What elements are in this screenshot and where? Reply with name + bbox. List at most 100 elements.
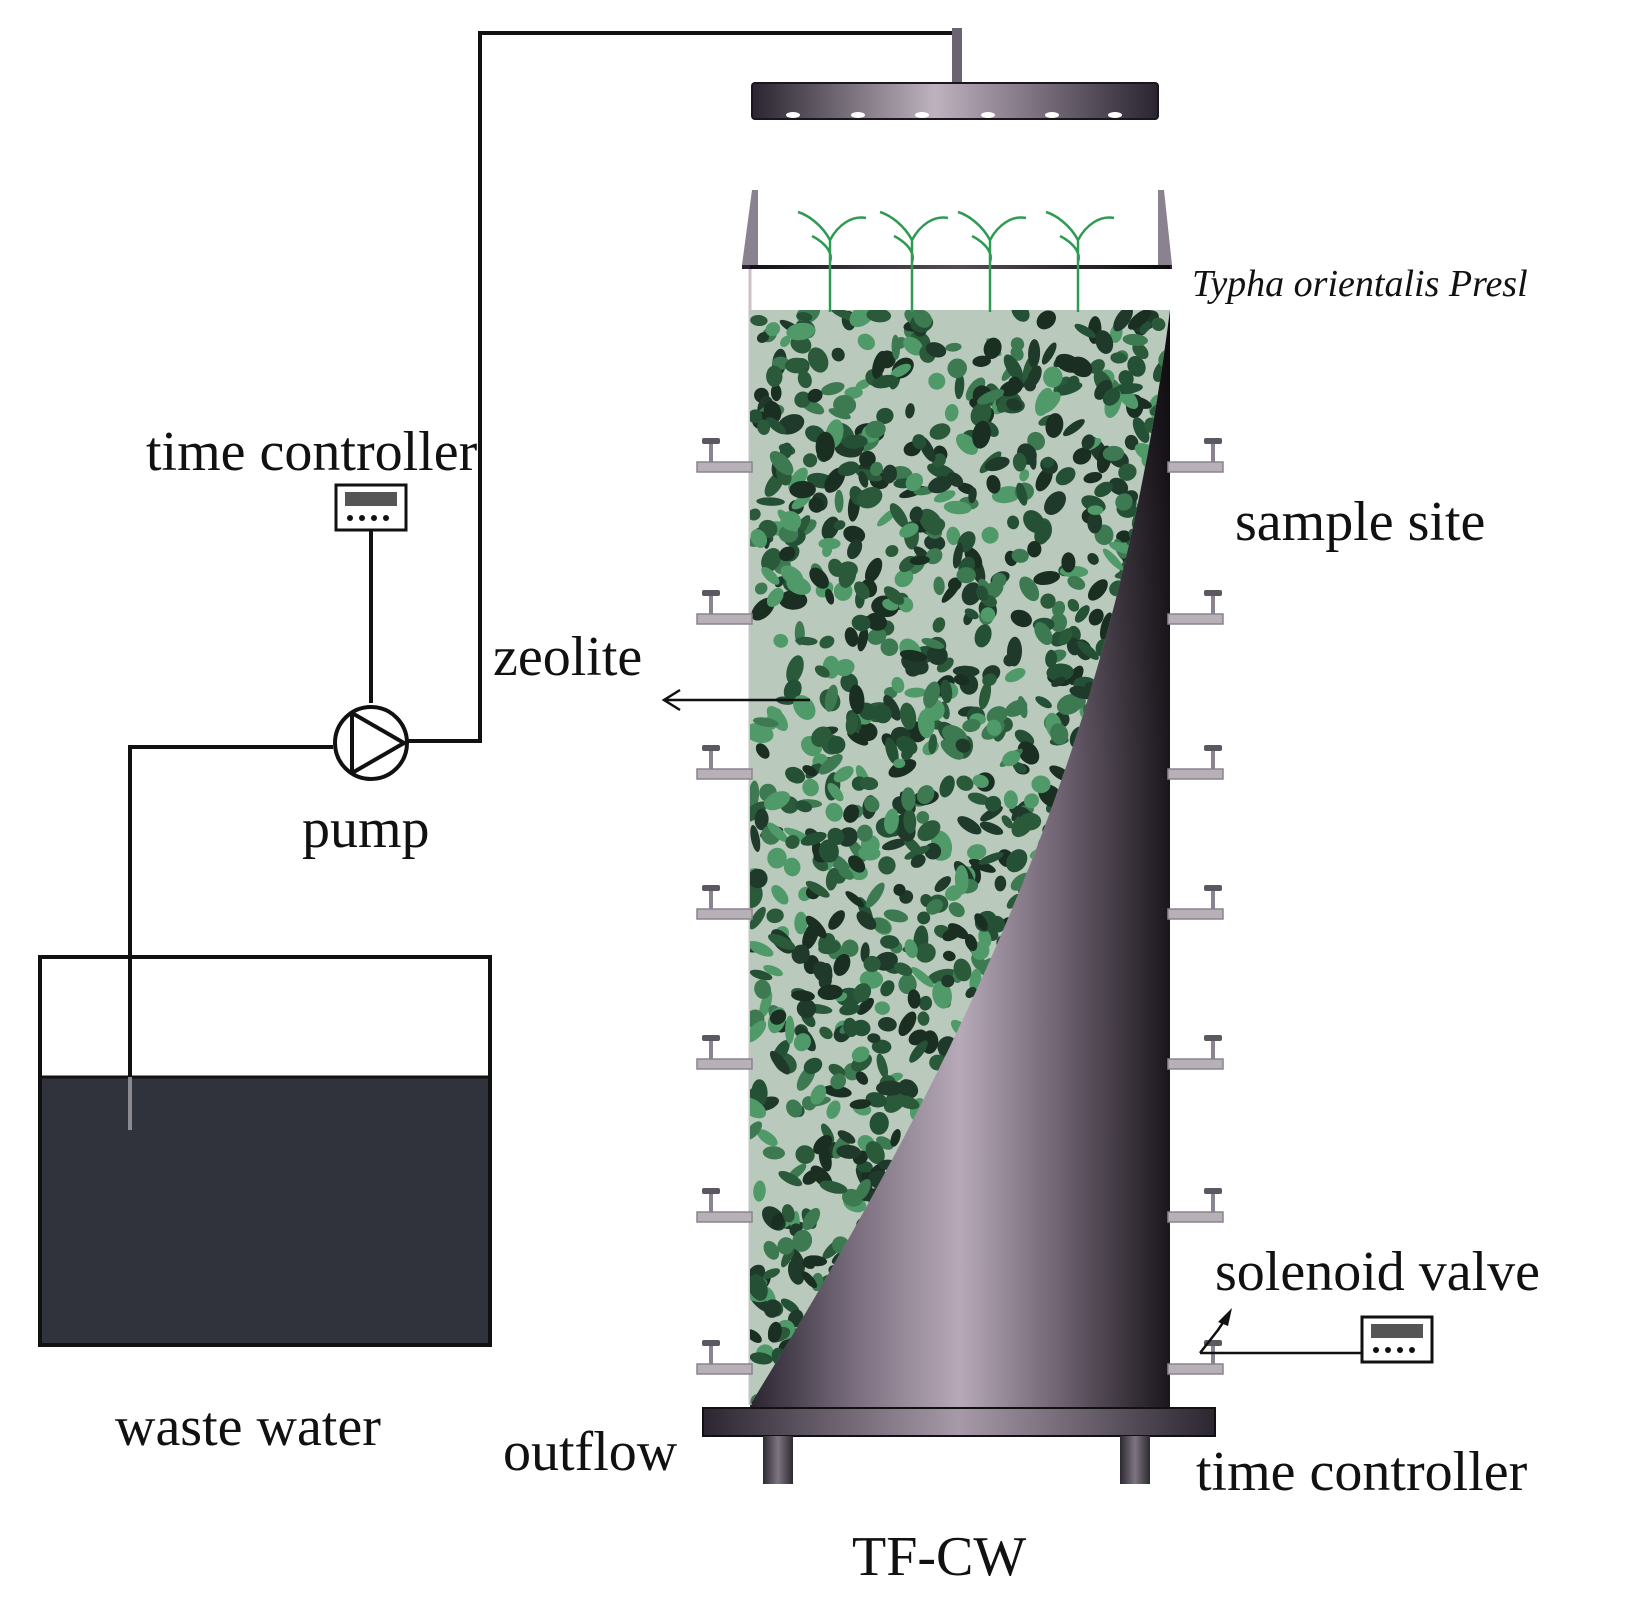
- solenoid-valve-port: [1167, 1340, 1224, 1375]
- zeolite-pebble: [876, 1080, 905, 1096]
- zeolite-pebble: [1066, 637, 1081, 656]
- zeolite-pebble: [903, 808, 917, 834]
- zeolite-pebble: [974, 624, 992, 648]
- zeolite-pebble: [750, 1329, 762, 1343]
- sample-port-icon: [696, 590, 753, 625]
- zeolite-pebble: [947, 358, 967, 379]
- zeolite-pebble: [904, 687, 927, 698]
- column-base: [702, 1407, 1216, 1437]
- zeolite-pebble: [865, 612, 888, 631]
- sample-port-icon: [1167, 745, 1224, 780]
- zeolite-pebble: [1087, 505, 1104, 516]
- zeolite-pebble: [1069, 356, 1093, 378]
- zeolite-pebble: [1034, 621, 1053, 646]
- zeolite-pebble: [1011, 548, 1029, 563]
- zeolite-pebble: [750, 801, 767, 823]
- typha-plants: [797, 210, 1115, 312]
- zeolite-pebble: [865, 882, 885, 908]
- zeolite-pebble: [899, 649, 928, 662]
- zeolite-pebble: [843, 804, 860, 823]
- zeolite-pebble: [885, 544, 899, 558]
- zeolite-pebble: [830, 1073, 847, 1090]
- zeolite-pebble: [756, 332, 770, 343]
- zeolite-pebble: [878, 1017, 897, 1032]
- zeolite-pebble: [767, 933, 796, 950]
- zeolite-pebble: [909, 506, 923, 523]
- zeolite-pebble: [853, 983, 872, 1003]
- zeolite-pebble: [794, 391, 811, 408]
- zeolite-pebble: [825, 802, 843, 822]
- zeolite-pebble: [871, 374, 898, 389]
- zeolite-pebble: [929, 423, 951, 440]
- zeolite-pebble: [985, 795, 1002, 812]
- zeolite-pebble: [1012, 762, 1027, 774]
- zeolite-pebble: [967, 844, 987, 861]
- solenoid-valve-controller: [1199, 1308, 1434, 1364]
- sample-port-icon: [1167, 885, 1224, 920]
- zeolite-pebble: [801, 1271, 818, 1289]
- zeolite-pebble: [915, 943, 936, 963]
- zeolite-pebble: [750, 940, 774, 957]
- zeolite-label: zeolite: [493, 626, 642, 688]
- zeolite-pebble: [845, 891, 865, 908]
- zeolite-pebble: [770, 384, 782, 402]
- zeolite-pebble: [791, 990, 815, 1002]
- zeolite-pebble: [855, 1071, 869, 1085]
- zeolite-pebble: [871, 1039, 892, 1054]
- zeolite-pebble: [858, 470, 869, 488]
- system-name-label: TF-CW: [852, 1526, 1026, 1588]
- zeolite-pebble: [916, 811, 930, 824]
- zeolite-pebble: [792, 1229, 813, 1252]
- zeolite-pebble: [786, 1099, 803, 1118]
- zeolite-pebble: [925, 548, 943, 565]
- zeolite-pebble: [795, 636, 818, 646]
- zeolite-pebble: [818, 839, 839, 863]
- solenoid-valve-label: solenoid valve: [1215, 1241, 1540, 1303]
- zeolite-pebble: [895, 1095, 920, 1110]
- zeolite-pebble: [1102, 445, 1125, 462]
- zeolite-pebble: [1074, 605, 1090, 623]
- zeolite-pebble: [750, 314, 768, 327]
- zeolite-pebble: [925, 342, 947, 358]
- zeolite-pebble: [972, 355, 991, 367]
- zeolite-pebble: [1043, 366, 1063, 388]
- zeolite-pebble: [904, 845, 930, 860]
- zeolite-pebble: [941, 580, 961, 603]
- zeolite-pebble: [750, 1121, 763, 1140]
- zeolite-pebble: [994, 875, 1007, 892]
- zeolite-pebble: [1004, 668, 1026, 683]
- zeolite-pebble: [753, 1180, 766, 1202]
- zeolite-pebble: [870, 461, 883, 477]
- zeolite-pebble: [962, 718, 981, 733]
- zeolite-pebble: [797, 370, 812, 389]
- zeolite-pebble: [851, 614, 871, 632]
- zeolite-pebble: [952, 665, 980, 677]
- zeolite-pebble: [831, 347, 845, 362]
- zeolite-pebble: [889, 503, 909, 529]
- zeolite-pebble: [1027, 365, 1042, 388]
- zeolite-pebble: [1011, 310, 1030, 322]
- zeolite-pebble: [874, 1001, 890, 1015]
- zeolite-pebble: [857, 627, 869, 652]
- zeolite-pebble: [847, 539, 863, 560]
- zeolite-pebble: [882, 464, 897, 484]
- zeolite-pebble: [1007, 515, 1020, 530]
- zeolite-pebble: [899, 702, 917, 730]
- zeolite-pebble: [818, 538, 841, 550]
- zeolite-pebble: [905, 403, 915, 419]
- zeolite-pebble: [1040, 593, 1056, 609]
- zeolite-pebble: [905, 473, 923, 492]
- zeolite-pebble: [1124, 434, 1139, 451]
- zeolite-pebble: [756, 1129, 778, 1147]
- zeolite-pebble: [1074, 323, 1096, 338]
- zeolite-pebble: [1094, 481, 1113, 498]
- zeolite-pebble: [834, 489, 844, 513]
- time-controller-label-bottom: time controller: [1196, 1441, 1528, 1503]
- typha-plant: [1045, 210, 1115, 312]
- zeolite-pebble: [759, 990, 773, 1018]
- column-rim-right: [1158, 190, 1172, 265]
- zeolite-pebble: [921, 638, 945, 649]
- zeolite-pebble: [825, 588, 835, 605]
- zeolite-pebble: [1095, 330, 1114, 354]
- zeolite-pebble: [754, 808, 769, 831]
